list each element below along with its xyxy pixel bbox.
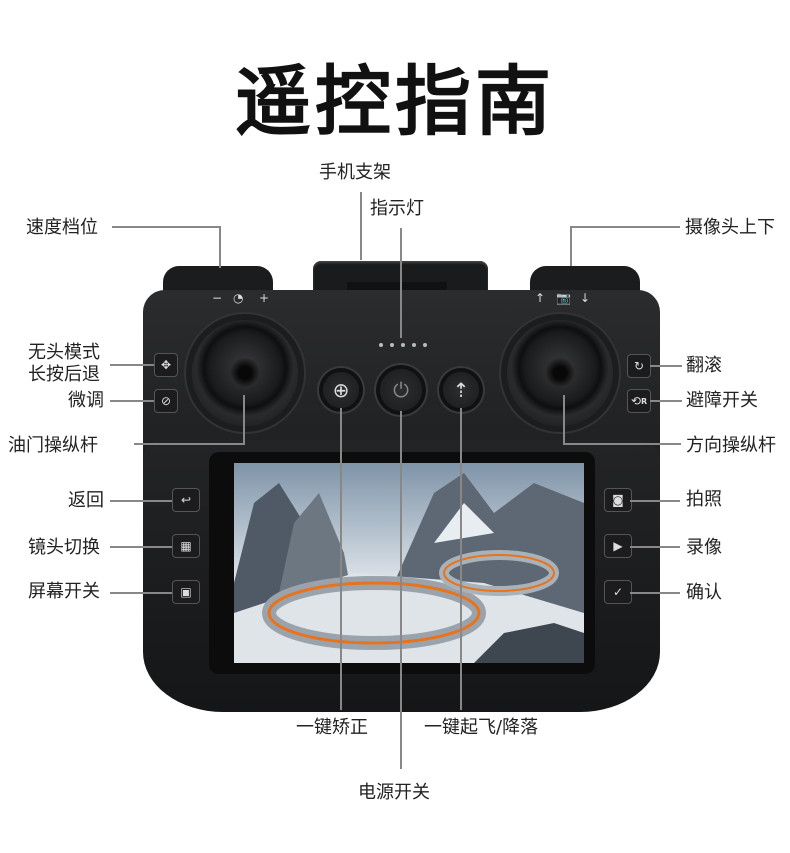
- label-obstacle: 避障开关: [686, 390, 758, 411]
- label-photo: 拍照: [686, 489, 722, 510]
- takeoff-land-button[interactable]: ⇡: [443, 372, 479, 408]
- leader-line: [112, 226, 220, 228]
- leader-line: [563, 395, 565, 445]
- leader-line: [110, 364, 154, 366]
- power-button[interactable]: ⏻: [380, 369, 422, 411]
- leader-line: [134, 443, 244, 445]
- label-phone-holder: 手机支架: [319, 162, 391, 183]
- label-speed: 速度档位: [26, 217, 98, 238]
- photo-button[interactable]: ◙: [604, 488, 632, 512]
- headless-icon: ✥: [160, 358, 172, 372]
- arrow-up-icon: ↑: [535, 291, 546, 305]
- gyro-icon: ⊕: [332, 378, 350, 402]
- power-icon: ⏻: [393, 378, 409, 402]
- lens-switch-button[interactable]: ▦: [172, 534, 200, 558]
- leader-line: [219, 226, 221, 268]
- leader-line: [400, 228, 402, 338]
- screen-icon: ▣: [180, 585, 192, 599]
- label-back: 返回: [68, 490, 104, 511]
- indicator-light: [379, 343, 383, 347]
- flip-button[interactable]: ↻: [627, 354, 651, 378]
- stick-knob: [545, 358, 575, 388]
- leader-line: [570, 226, 680, 228]
- label-calibrate: 一键矫正: [296, 717, 368, 738]
- takeoff-icon: ⇡: [452, 378, 470, 402]
- leader-line: [110, 592, 172, 594]
- label-direction: 方向操纵杆: [686, 435, 776, 456]
- page-title: 遥控指南: [235, 57, 555, 146]
- leader-line: [563, 443, 681, 445]
- back-icon: ↩: [180, 493, 192, 507]
- speed-minus: −: [212, 291, 223, 305]
- indicator-light: [412, 343, 416, 347]
- video-icon: ▶: [613, 539, 623, 553]
- label-lens-switch: 镜头切换: [28, 537, 100, 558]
- calibrate-button[interactable]: ⊕: [323, 372, 359, 408]
- headless-button[interactable]: ✥: [154, 353, 178, 377]
- indicator-light: [390, 343, 394, 347]
- leader-line: [460, 408, 462, 710]
- flip-360-icon: ↻: [633, 359, 645, 373]
- obstacle-r: R: [640, 396, 648, 406]
- leader-line: [400, 411, 402, 769]
- label-screen-switch: 屏幕开关: [28, 581, 100, 602]
- indicator-light: [423, 343, 427, 347]
- camera-icon: 📷: [556, 291, 571, 305]
- screen-switch-button[interactable]: ▣: [172, 580, 200, 604]
- leader-line: [570, 226, 572, 266]
- leader-line: [360, 192, 362, 260]
- label-confirm: 确认: [686, 582, 722, 603]
- photo-icon: ◙: [612, 493, 624, 507]
- label-video: 录像: [686, 537, 722, 558]
- leader-line: [243, 395, 245, 445]
- leader-line: [110, 400, 154, 402]
- video-button[interactable]: ▶: [604, 534, 632, 558]
- speed-plus: +: [259, 291, 270, 305]
- label-power: 电源开关: [358, 782, 430, 803]
- trim-icon: ⊘: [160, 394, 172, 408]
- leader-line: [340, 408, 342, 710]
- label-headless-long: 长按后退: [28, 364, 100, 385]
- throttle-stick[interactable]: [192, 320, 298, 426]
- confirm-button[interactable]: ✓: [604, 580, 632, 604]
- direction-stick[interactable]: [507, 320, 613, 426]
- label-trim: 微调: [68, 390, 104, 411]
- leader-line: [630, 500, 680, 502]
- back-button[interactable]: ↩: [172, 488, 200, 512]
- leader-line: [110, 500, 172, 502]
- obstacle-button[interactable]: ⟲R: [627, 389, 651, 413]
- lens-switch-icon: ▦: [180, 539, 192, 553]
- obstacle-icon: ⟲: [630, 394, 641, 408]
- label-camera-tilt: 摄像头上下: [685, 217, 775, 238]
- screen-scene: [234, 473, 584, 663]
- leader-line: [630, 546, 680, 548]
- label-flip: 翻滚: [686, 355, 722, 376]
- leader-line: [650, 400, 682, 402]
- stick-knob: [230, 358, 260, 388]
- check-icon: ✓: [612, 585, 624, 599]
- trim-button[interactable]: ⊘: [154, 389, 178, 413]
- screen-display: [234, 463, 584, 663]
- label-headless: 无头模式: [28, 342, 100, 363]
- arrow-down-icon: ↓: [580, 291, 591, 305]
- label-indicator: 指示灯: [370, 198, 424, 219]
- label-throttle: 油门操纵杆: [8, 435, 98, 456]
- leader-line: [650, 365, 682, 367]
- indicator-light: [401, 343, 405, 347]
- label-takeoff-land: 一键起飞/降落: [424, 717, 539, 738]
- speedometer-icon: ◔: [233, 291, 244, 305]
- leader-line: [630, 592, 680, 594]
- leader-line: [110, 546, 172, 548]
